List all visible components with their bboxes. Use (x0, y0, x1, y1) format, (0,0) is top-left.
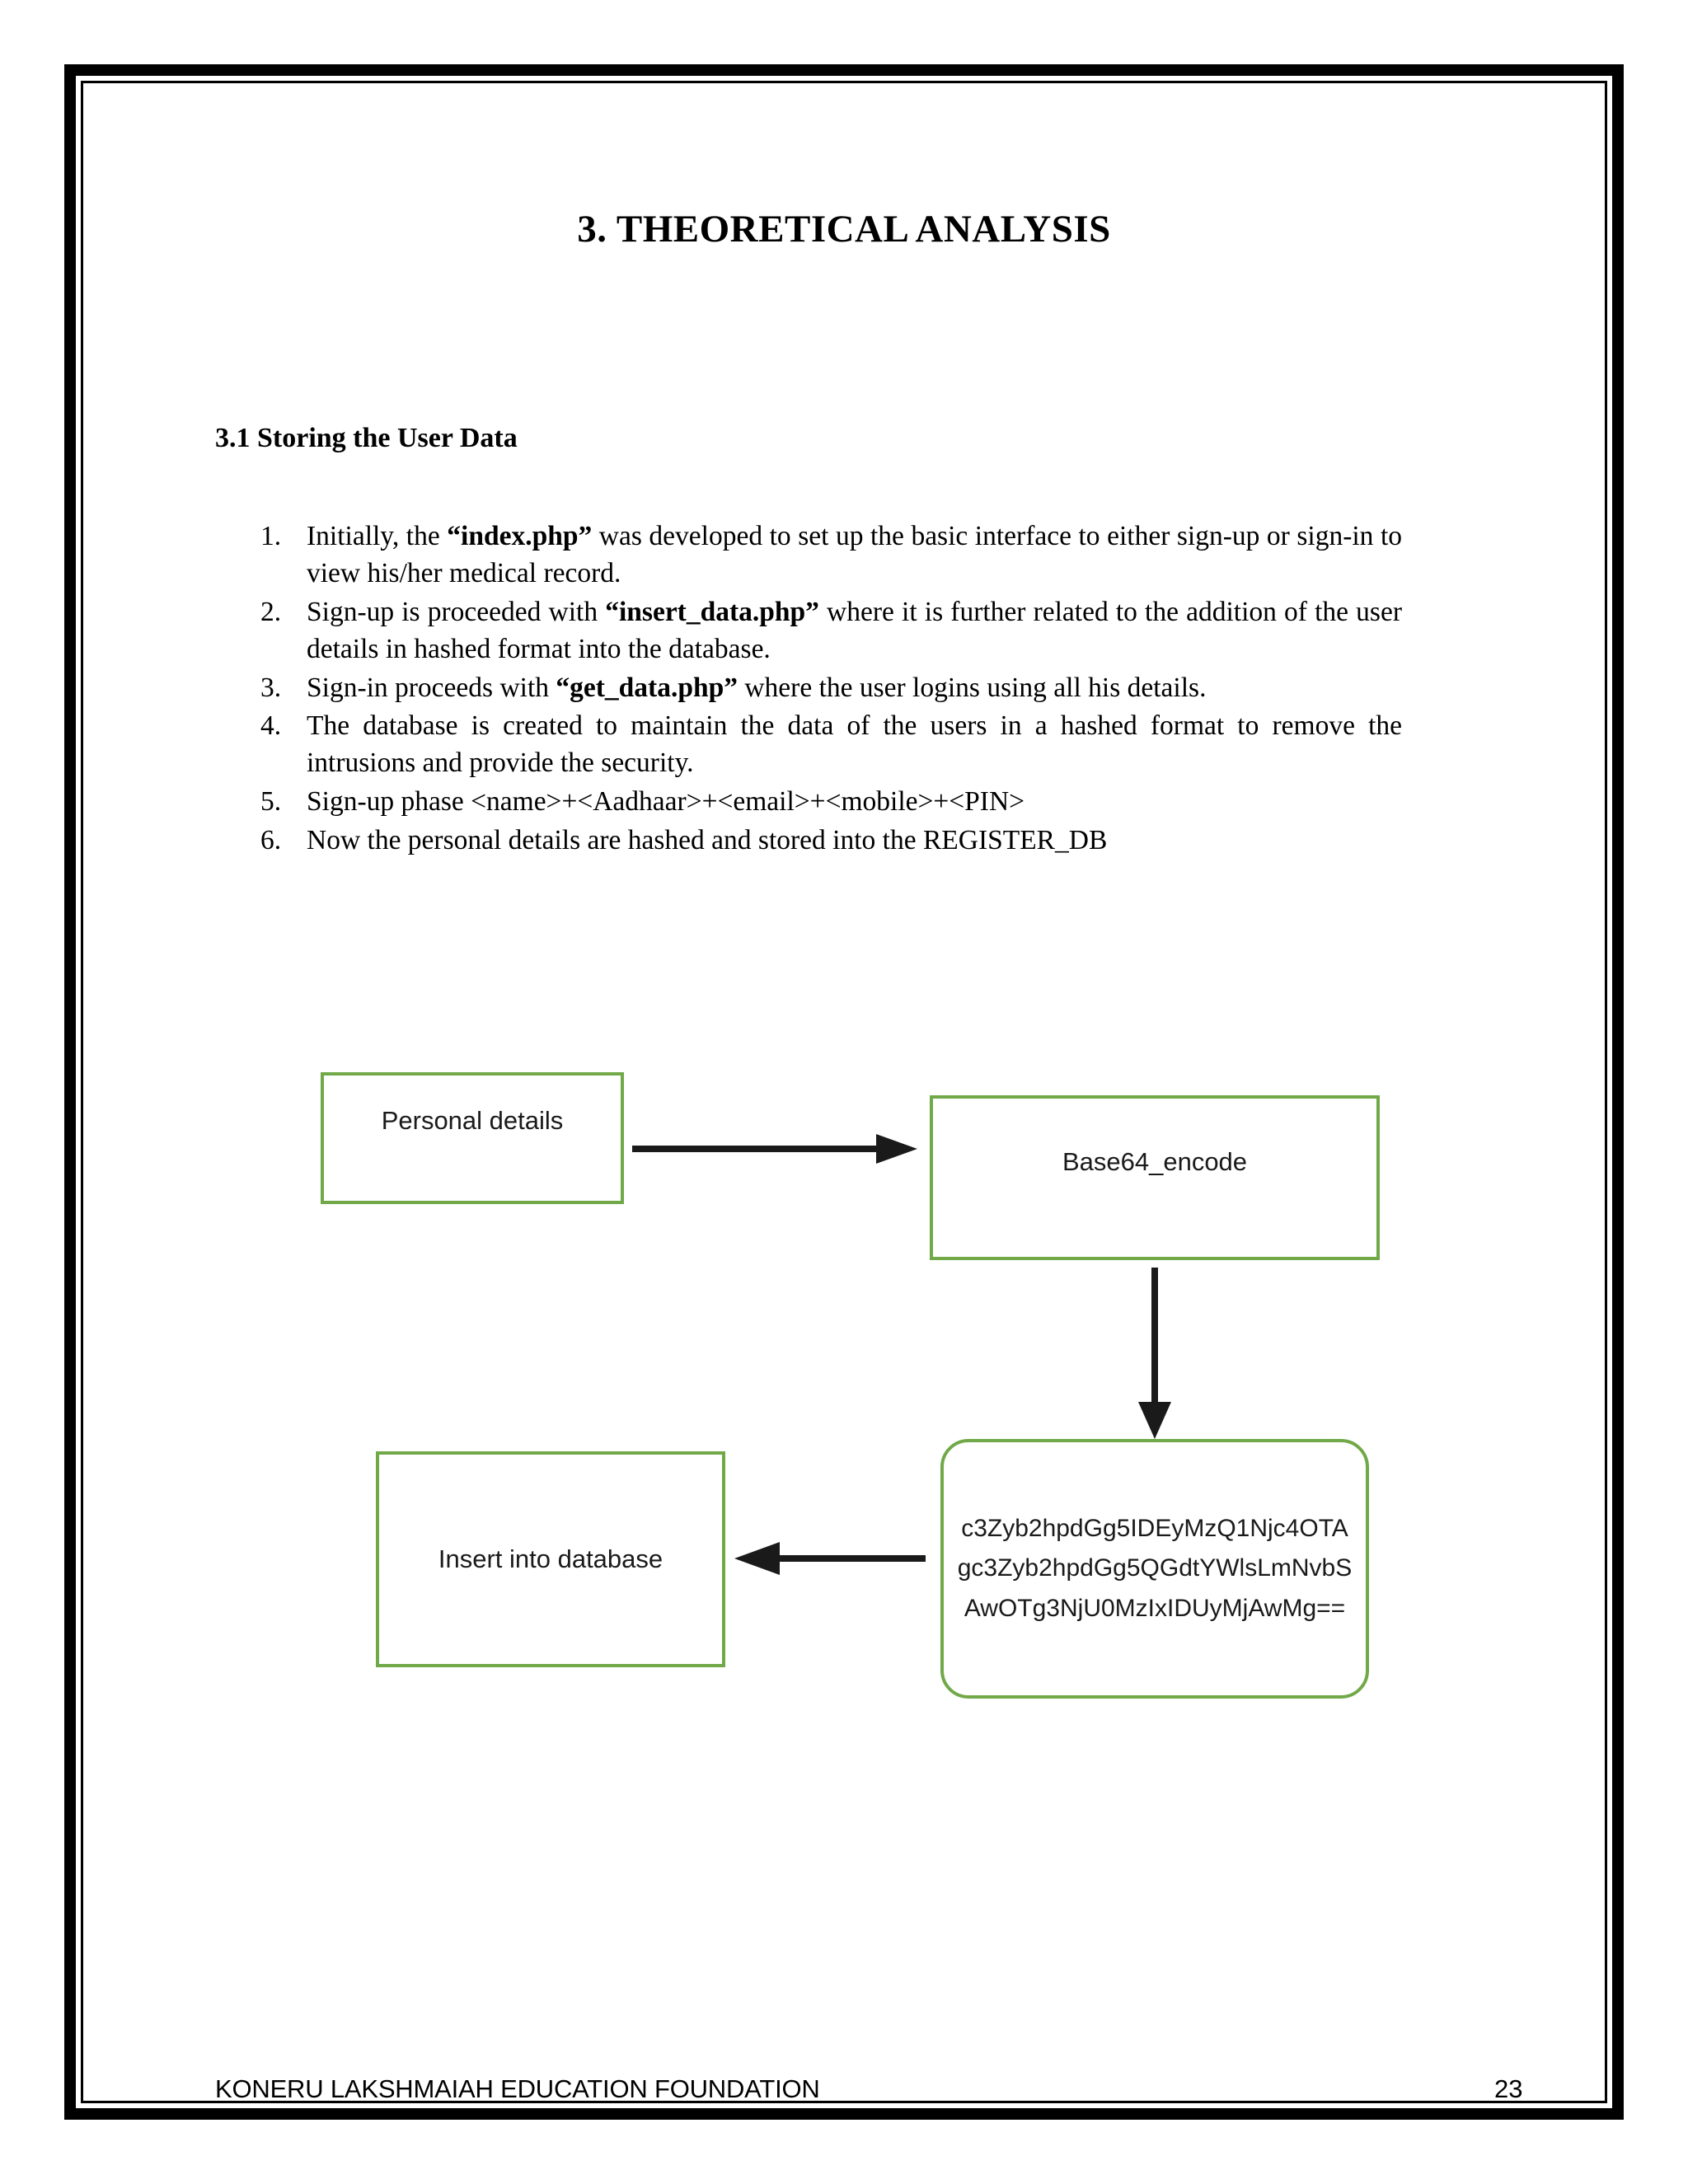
arrow-left-icon (734, 1542, 926, 1575)
list-item-text: Initially, the “index.php” was developed… (307, 518, 1402, 593)
list-item: 1. Initially, the “index.php” was develop… (260, 518, 1402, 593)
arrow-right-icon (632, 1134, 917, 1164)
list-item: 5. Sign-up phase <name>+<Aadhaar>+<email>… (260, 784, 1402, 821)
flow-node-base64-encode: Base64_encode (930, 1095, 1380, 1260)
list-item-marker: 3. (260, 672, 282, 703)
list-item-text: Sign-in proceeds with “get_data.php” whe… (307, 670, 1402, 707)
list-item: 3. Sign-in proceeds with “get_data.php” w… (260, 670, 1402, 707)
footer-page-number: 23 (1494, 2074, 1523, 2103)
numbered-list: 1. Initially, the “index.php” was develop… (260, 518, 1402, 861)
flow-node-personal-details: Personal details (321, 1072, 624, 1204)
list-item-text: The database is created to maintain the … (307, 708, 1402, 782)
list-item-marker: 5. (260, 786, 282, 818)
list-item: 2. Sign-up is proceeded with “insert_data… (260, 594, 1402, 668)
plain-text: was developed to set up the basic interf… (307, 521, 1403, 588)
list-item-marker: 4. (260, 710, 282, 742)
list-item-marker: 2. (260, 596, 282, 627)
plain-text: Sign-up phase <name>+<Aadhaar>+<email>+<… (307, 786, 1025, 818)
plain-text: The database is created to maintain the … (307, 710, 1402, 779)
page-border-inner: 3. THEORETICAL ANALYSIS 3.1 Storing the … (81, 81, 1607, 2103)
plain-text: Sign-in proceeds with (307, 672, 556, 703)
section-heading: 3.1 Storing the User Data (215, 423, 518, 453)
arrow-down-icon (1138, 1268, 1171, 1439)
list-item-text: Sign-up is proceeded with “insert_data.p… (307, 594, 1402, 668)
flow-node-label: Insert into database (438, 1544, 663, 1573)
plain-text: Now the personal details are hashed and … (307, 825, 1108, 855)
list-item-text: Now the personal details are hashed and … (307, 823, 1402, 860)
flow-node-label: c3Zyb2hpdGg5IDEyMzQ1Njc4OTAgc3Zyb2hpdGg5… (957, 1514, 1353, 1622)
emphasis-text: “insert_data.php” (605, 596, 819, 627)
emphasis-text: “get_data.php” (556, 672, 738, 703)
plain-text: Sign-up is proceeded with (307, 596, 606, 627)
list-item: 4. The database is created to maintain th… (260, 708, 1402, 782)
plain-text: where it is further related to the addit… (307, 596, 1402, 664)
list-item: 6. Now the personal details are hashed an… (260, 823, 1402, 860)
list-item-marker: 1. (260, 521, 282, 551)
list-item-text: Sign-up phase <name>+<Aadhaar>+<email>+<… (307, 784, 1402, 821)
list-item-marker: 6. (260, 825, 282, 855)
page-content: 3. THEORETICAL ANALYSIS 3.1 Storing the … (83, 83, 1605, 2103)
flow-node-label: Base64_encode (1062, 1147, 1248, 1176)
flow-diagram: Personal details Base64_encode c3Zyb2hpd… (83, 83, 1605, 2101)
emphasis-text: “index.php” (447, 521, 593, 551)
flow-node-insert-into-database: Insert into database (376, 1451, 725, 1667)
plain-text: Initially, the (307, 521, 448, 551)
flow-arrows (632, 1134, 1171, 1575)
page-title: 3. THEORETICAL ANALYSIS (577, 208, 1111, 251)
page-border-outer: 3. THEORETICAL ANALYSIS 3.1 Storing the … (64, 64, 1624, 2120)
flow-node-encoded-string: c3Zyb2hpdGg5IDEyMzQ1Njc4OTAgc3Zyb2hpdGg5… (940, 1439, 1369, 1699)
plain-text: where the user logins using all his deta… (737, 672, 1207, 703)
footer-organization: KONERU LAKSHMAIAH EDUCATION FOUNDATION (215, 2074, 820, 2103)
flow-node-label: Personal details (381, 1106, 564, 1135)
